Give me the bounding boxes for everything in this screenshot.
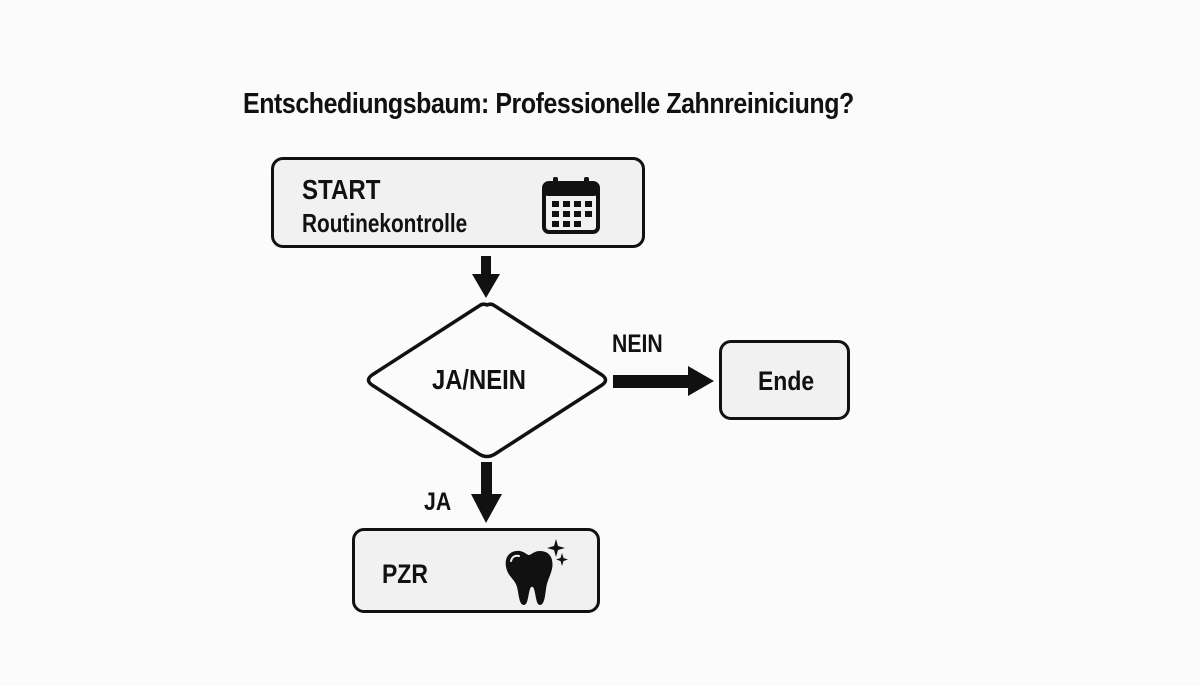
decision-node bbox=[366, 302, 608, 459]
pzr-node: PZR bbox=[352, 528, 600, 613]
pzr-node-label: PZR bbox=[382, 559, 428, 589]
edge-label-yes: JA bbox=[424, 488, 452, 516]
calendar-icon bbox=[542, 177, 600, 234]
diagram-title: Entschediungsbaum: Professionelle Zahnre… bbox=[243, 88, 854, 120]
start-node-title: START bbox=[302, 174, 381, 205]
end-node: Ende bbox=[719, 340, 850, 420]
decision-node-label: JA/NEIN bbox=[432, 364, 526, 395]
start-node-subtitle: Routinekontrolle bbox=[302, 208, 468, 238]
edge-label-no: NEIN bbox=[612, 330, 663, 358]
start-node: START Routinekontrolle bbox=[271, 157, 645, 248]
sparkling-tooth-icon bbox=[505, 539, 568, 605]
end-node-label: Ende bbox=[758, 366, 815, 396]
